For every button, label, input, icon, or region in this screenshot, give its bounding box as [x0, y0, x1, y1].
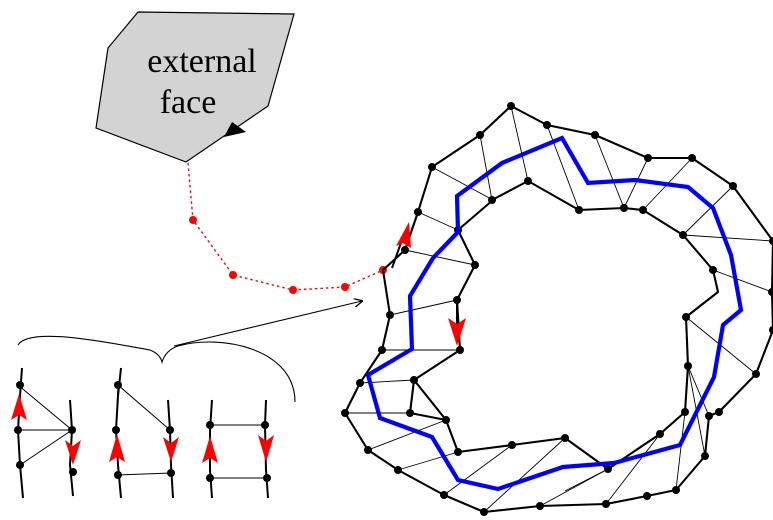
cycle-arrows	[391, 222, 466, 346]
ring-mesh	[341, 102, 773, 516]
dual-path-line	[187, 162, 384, 291]
face-pointer-icon	[224, 122, 246, 137]
external-face-label-line1: external	[147, 43, 257, 80]
path-node	[229, 271, 237, 279]
down-arrow-icon	[163, 437, 179, 462]
external-face: external face	[95, 11, 295, 163]
mesh-vertices-outer	[341, 102, 773, 516]
brace	[17, 301, 362, 403]
brace-arrow	[173, 301, 362, 347]
down-arrow-icon	[448, 318, 466, 346]
up-arrow-icon	[109, 434, 125, 462]
external-face-shape	[95, 11, 295, 163]
path-node	[189, 216, 197, 224]
down-arrow-icon	[258, 435, 274, 462]
path-node	[289, 286, 297, 294]
down-arrow-icon	[65, 440, 81, 465]
brace-curve	[17, 335, 296, 403]
config-square	[202, 399, 274, 499]
dual-cycle	[365, 135, 744, 492]
dual-path	[187, 162, 387, 294]
up-arrow-icon	[396, 222, 411, 248]
external-face-label-line2: face	[160, 84, 217, 121]
up-arrow-icon	[11, 394, 27, 420]
path-node	[341, 283, 349, 291]
config-triangle-middle	[109, 367, 179, 499]
up-arrow-icon	[202, 436, 218, 463]
config-triangle-left	[11, 367, 81, 499]
